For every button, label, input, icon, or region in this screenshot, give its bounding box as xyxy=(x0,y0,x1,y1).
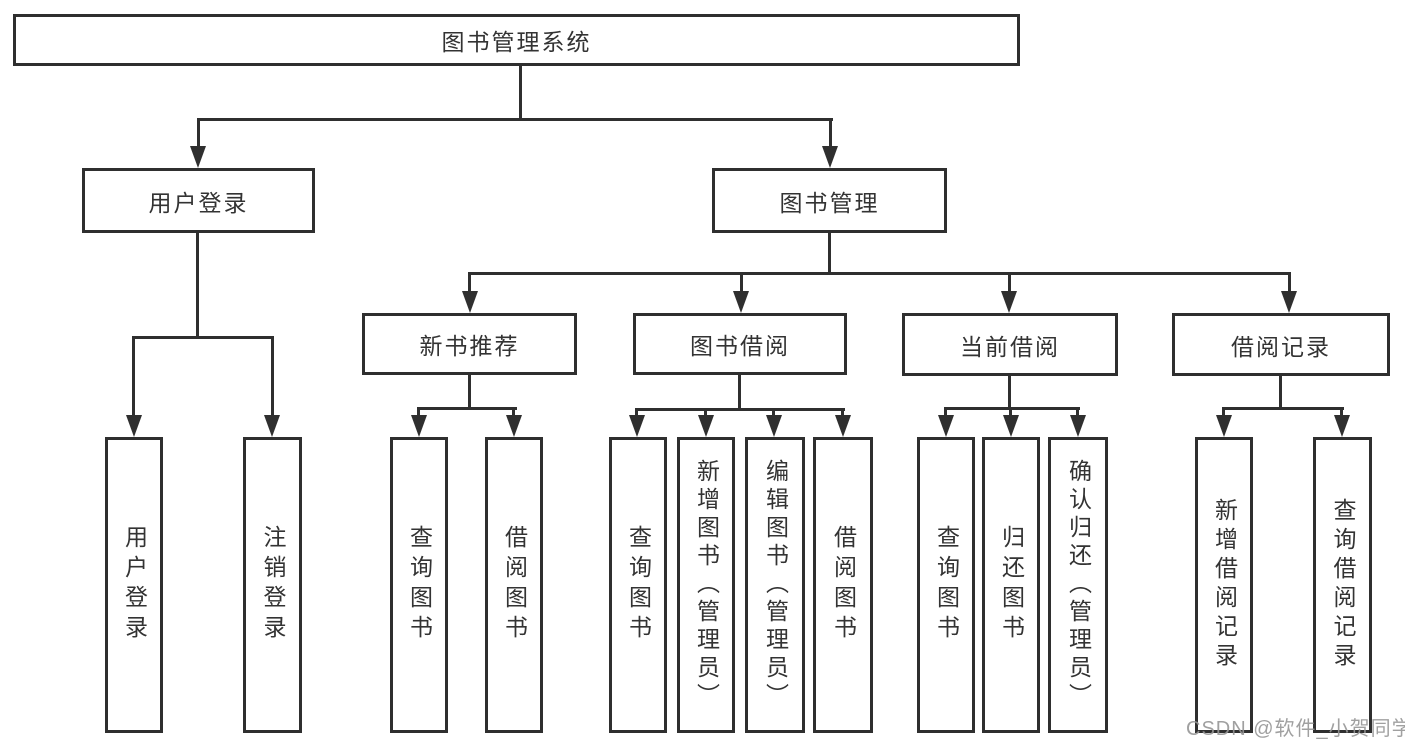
leaf-newbook-borrow-books: 借阅图书 xyxy=(485,437,543,733)
connector-borrow-crossbar xyxy=(635,408,845,411)
leaf-current-confirm-return-admin: 确认归还（管理员） xyxy=(1048,437,1108,733)
connector-mgmt-drop-4 xyxy=(1288,272,1291,296)
node-user-login: 用户登录 xyxy=(82,168,315,233)
leaf-borrow-borrow-books: 借阅图书 xyxy=(813,437,873,733)
leaf-record-add-borrow-record: 新增借阅记录 xyxy=(1195,437,1253,733)
connector-current-drop-2 xyxy=(1009,407,1012,419)
connector-mgmt-drop-3 xyxy=(1008,272,1011,296)
leaf-newbook-query-books: 查询图书 xyxy=(390,437,448,733)
leaf-logout: 注销登录 xyxy=(243,437,302,733)
node-root-library-system: 图书管理系统 xyxy=(13,14,1020,66)
watermark: CSDN @软件_小贺同学 xyxy=(1186,718,1405,740)
arrow-newbook-leaf-1 xyxy=(411,415,427,437)
leaf-borrow-add-books-admin: 新增图书（管理员） xyxy=(677,437,735,733)
arrow-to-book-borrow xyxy=(733,291,749,313)
node-book-borrow: 图书借阅 xyxy=(633,313,847,375)
arrow-borrow-leaf-2 xyxy=(698,415,714,437)
connector-login-stem xyxy=(196,233,199,339)
arrow-to-current-borrow xyxy=(1001,291,1017,313)
connector-borrow-drop-4 xyxy=(841,408,844,419)
connector-record-stem xyxy=(1279,376,1282,410)
connector-login-drop-2 xyxy=(271,336,274,420)
connector-borrow-stem xyxy=(738,375,741,411)
leaf-borrow-edit-books-admin: 编辑图书（管理员） xyxy=(745,437,805,733)
connector-borrow-drop-3 xyxy=(772,408,775,419)
connector-root-right-drop xyxy=(829,118,832,152)
connector-borrow-drop-2 xyxy=(704,408,707,419)
connector-newbook-drop-1 xyxy=(417,407,420,419)
connector-newbook-crossbar xyxy=(417,407,517,410)
connector-newbook-drop-2 xyxy=(512,407,515,419)
connector-mgmt-crossbar xyxy=(468,272,1291,275)
connector-current-crossbar xyxy=(944,407,1080,410)
connector-borrow-drop-1 xyxy=(635,408,638,419)
arrow-to-book-mgmt xyxy=(822,146,838,168)
connector-current-drop-3 xyxy=(1076,407,1079,419)
connector-record-drop-1 xyxy=(1222,407,1225,419)
connector-record-drop-2 xyxy=(1340,407,1343,419)
arrow-current-leaf-1 xyxy=(938,415,954,437)
arrow-current-leaf-3 xyxy=(1070,415,1086,437)
connector-current-stem xyxy=(1008,376,1011,410)
arrow-to-leaf-user-login xyxy=(126,415,142,437)
node-current-borrow: 当前借阅 xyxy=(902,313,1118,376)
arrow-record-leaf-1 xyxy=(1216,415,1232,437)
arrow-to-borrow-record xyxy=(1281,291,1297,313)
arrow-borrow-leaf-3 xyxy=(766,415,782,437)
connector-current-drop-1 xyxy=(944,407,947,419)
node-book-mgmt: 图书管理 xyxy=(712,168,947,233)
arrow-to-new-book xyxy=(462,291,478,313)
connector-record-crossbar xyxy=(1222,407,1344,410)
arrow-to-leaf-logout xyxy=(264,415,280,437)
leaf-record-query-borrow-record: 查询借阅记录 xyxy=(1313,437,1372,733)
connector-mgmt-drop-1 xyxy=(468,272,471,296)
connector-mgmt-stem xyxy=(828,233,831,275)
leaf-borrow-query-books: 查询图书 xyxy=(609,437,667,733)
arrow-record-leaf-2 xyxy=(1334,415,1350,437)
connector-mgmt-drop-2 xyxy=(740,272,743,296)
arrow-borrow-leaf-1 xyxy=(629,415,645,437)
connector-root-left-drop xyxy=(197,118,200,152)
leaf-user-login: 用户登录 xyxy=(105,437,163,733)
node-borrow-record: 借阅记录 xyxy=(1172,313,1390,376)
connector-newbook-stem xyxy=(468,375,471,410)
leaf-current-return-books: 归还图书 xyxy=(982,437,1040,733)
connector-login-drop-1 xyxy=(132,336,135,420)
arrow-to-user-login xyxy=(190,146,206,168)
connector-root-stem xyxy=(519,66,522,118)
leaf-current-query-books: 查询图书 xyxy=(917,437,975,733)
arrow-current-leaf-2 xyxy=(1003,415,1019,437)
arrow-borrow-leaf-4 xyxy=(835,415,851,437)
connector-login-crossbar xyxy=(132,336,274,339)
arrow-newbook-leaf-2 xyxy=(506,415,522,437)
node-new-book-recommend: 新书推荐 xyxy=(362,313,577,375)
connector-root-crossbar xyxy=(197,118,833,121)
